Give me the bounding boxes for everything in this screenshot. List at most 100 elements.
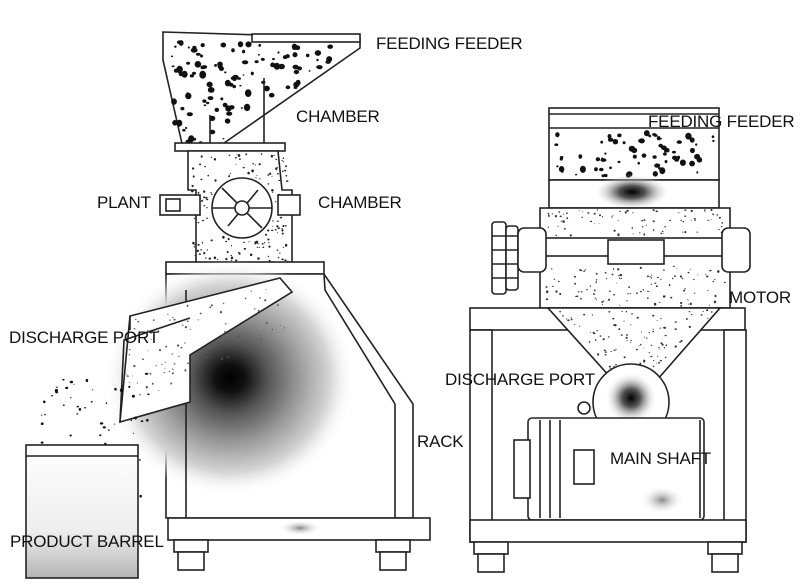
grit-particle [643,336,645,338]
right-frame-right-leg [723,329,747,543]
grit-particle [559,310,561,313]
grit-particle [159,348,161,352]
grit-particle [205,356,208,359]
grit-particle [129,382,131,383]
grit-particle [231,48,235,53]
grit-particle [638,345,640,347]
grit-particle [228,154,231,156]
grit-particle [241,60,249,65]
grit-particle [632,212,634,214]
grit-particle [214,341,216,343]
grit-particle [232,84,236,89]
grit-particle [546,290,549,294]
grit-particle [171,353,174,355]
grit-particle [214,107,220,112]
grit-particle [612,215,614,216]
grit-particle [663,326,667,329]
grit-particle [553,278,556,280]
grit-particle [588,341,591,343]
grit-particle [201,219,205,222]
grit-particle [220,42,227,48]
grit-particle [260,153,263,156]
grit-particle [245,153,248,156]
grit-particle [206,101,210,105]
grit-particle [62,404,65,407]
right-pulley-grooves [492,235,518,279]
grit-particle [594,223,595,225]
grit-particle [222,302,225,305]
grit-particle [655,285,659,288]
right-foot-2-pad [711,553,739,573]
grit-particle [78,408,82,411]
grit-particle [557,225,559,227]
grit-particle [595,299,598,301]
grit-particle [626,300,628,302]
grit-particle [566,212,568,215]
grit-particle [76,405,80,408]
grit-particle [560,220,563,222]
grit-particle [272,58,275,60]
grit-particle [207,174,209,177]
grit-particle [293,69,300,75]
grit-particle [654,163,661,168]
grit-particle [197,191,200,194]
grit-particle [596,209,599,211]
grit-particle [249,345,252,347]
grit-particle [201,241,204,244]
grit-particle [545,298,549,301]
grit-particle [284,243,288,247]
grit-particle [254,60,259,64]
grit-particle [257,54,261,56]
left-chute-grit [126,289,286,396]
grit-particle [237,77,241,80]
grit-particle [559,292,562,296]
grit-particle [557,280,560,283]
grit-particle [657,276,659,279]
grit-particle [617,268,620,271]
grit-particle [308,70,311,72]
grit-particle [660,342,663,345]
grit-particle [200,43,205,48]
grit-particle [139,494,142,498]
grit-particle [682,231,684,233]
grit-particle [696,231,698,233]
grit-particle [243,103,251,112]
grit-particle [195,355,197,357]
grit-particle [611,273,614,276]
grit-particle [652,314,655,317]
grit-particle [656,320,658,322]
grit-particle [684,215,687,217]
grit-particle [652,360,655,362]
grit-particle [639,362,642,365]
grit-particle [632,154,637,159]
grit-particle [690,160,694,164]
grit-particle [190,47,198,53]
grit-particle [721,222,724,224]
grit-particle [623,356,626,359]
grit-particle [264,233,268,236]
grit-particle [210,357,212,359]
grit-particle [276,249,279,251]
right-foot-1 [473,541,509,555]
grit-particle [264,299,267,302]
label-right-motor: MOTOR [729,288,791,307]
grit-particle [668,284,671,287]
grit-particle [656,362,657,364]
grit-particle [594,339,597,341]
grit-particle [665,344,668,347]
grit-particle [268,92,275,98]
grit-particle [575,295,578,298]
grit-particle [139,394,142,396]
grit-particle [236,153,238,155]
grit-particle [643,233,646,236]
label-left-chamber-top: CHAMBER [296,107,380,126]
right-motor-endcap [513,439,531,499]
grit-particle [709,304,711,306]
grit-particle [177,344,180,347]
grit-particle [607,336,610,338]
grit-particle [197,222,200,224]
grit-particle [267,255,270,258]
grit-particle [595,157,601,162]
grit-particle [279,252,281,254]
grit-particle [327,44,334,49]
